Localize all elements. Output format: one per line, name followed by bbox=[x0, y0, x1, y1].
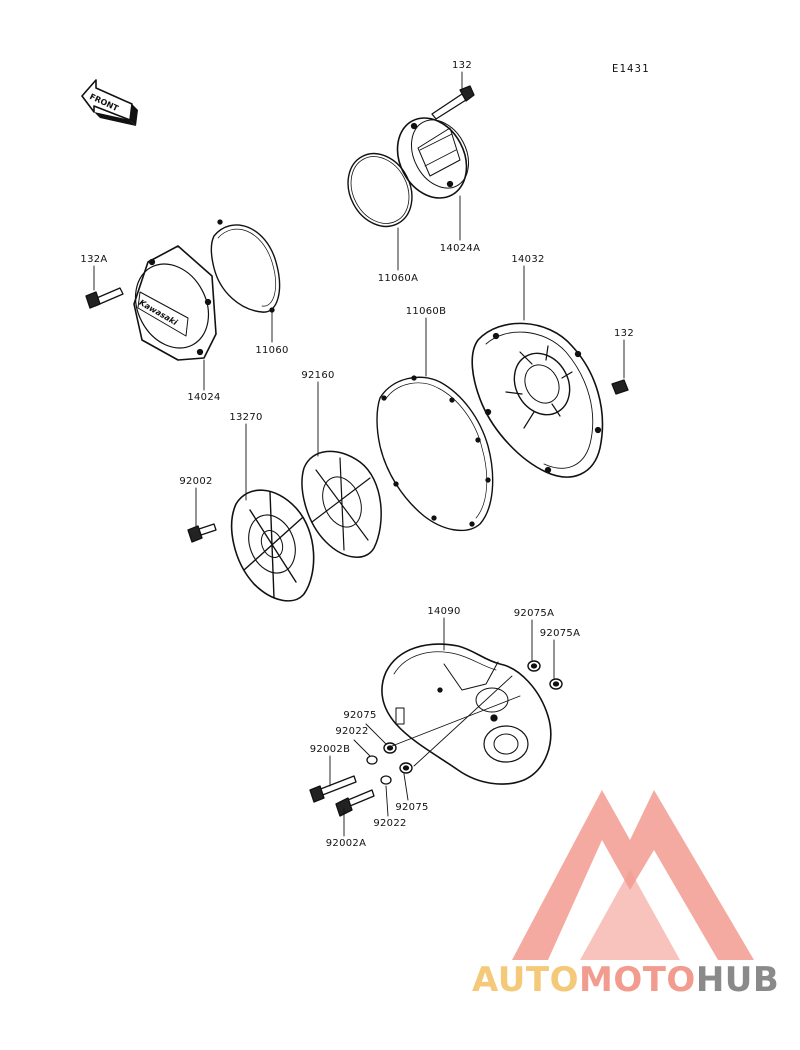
label-92160: 92160 bbox=[301, 370, 335, 381]
watermark-logo-icon bbox=[512, 790, 754, 960]
watermark-text: AUTOMOTOHUB bbox=[472, 960, 779, 1000]
bolt-92002a bbox=[335, 789, 375, 817]
label-11060: 11060 bbox=[255, 345, 289, 356]
bolt-92002b bbox=[309, 775, 357, 803]
label-92075-1: 92075 bbox=[343, 710, 377, 721]
bolt-132-right bbox=[611, 379, 629, 395]
washer-92022-1 bbox=[366, 755, 378, 765]
grille-13270 bbox=[230, 489, 315, 602]
watermark-part-auto: AUTO bbox=[472, 960, 579, 1000]
label-92075-2: 92075 bbox=[395, 802, 429, 813]
nut-92075-1 bbox=[383, 742, 397, 754]
nut-92075a-1 bbox=[527, 660, 541, 672]
diagram-code: E1431 bbox=[612, 63, 650, 75]
cover-14024 bbox=[133, 245, 217, 361]
label-132a: 132A bbox=[80, 254, 108, 265]
label-92022-2: 92022 bbox=[373, 818, 407, 829]
label-14024: 14024 bbox=[187, 392, 221, 403]
label-14024a: 14024A bbox=[439, 243, 481, 254]
front-arrow-icon bbox=[81, 79, 138, 126]
label-92002a: 92002A bbox=[325, 838, 367, 849]
label-14032: 14032 bbox=[511, 254, 545, 265]
label-92075a-2: 92075A bbox=[539, 628, 581, 639]
gasket-11060 bbox=[210, 219, 281, 313]
label-14090: 14090 bbox=[427, 606, 461, 617]
label-11060a: 11060A bbox=[377, 273, 419, 284]
bolt-92002 bbox=[187, 523, 217, 543]
watermark-part-moto: MOTO bbox=[578, 960, 696, 1000]
gasket-11060b bbox=[376, 375, 494, 532]
bolt-132a bbox=[85, 287, 124, 309]
nut-92075-2 bbox=[399, 762, 413, 774]
label-13270: 13270 bbox=[229, 412, 263, 423]
washer-92022-2 bbox=[380, 775, 392, 785]
cover-14032 bbox=[471, 322, 604, 478]
label-132-top: 132 bbox=[452, 60, 472, 71]
leader-lines bbox=[93, 71, 625, 837]
bolt-132-top bbox=[431, 85, 475, 120]
cover-14024a bbox=[396, 117, 470, 199]
nut-92075a-2 bbox=[549, 678, 563, 690]
label-11060b: 11060B bbox=[405, 306, 447, 317]
label-92002b: 92002B bbox=[309, 744, 351, 755]
screen-92160 bbox=[301, 450, 382, 558]
label-132-right: 132 bbox=[614, 328, 634, 339]
label-92075a-1: 92075A bbox=[513, 608, 555, 619]
label-92022-1: 92022 bbox=[335, 726, 369, 737]
label-92002: 92002 bbox=[179, 476, 213, 487]
watermark-part-hub: HUB bbox=[695, 960, 780, 1000]
gasket-11060a bbox=[347, 152, 413, 228]
